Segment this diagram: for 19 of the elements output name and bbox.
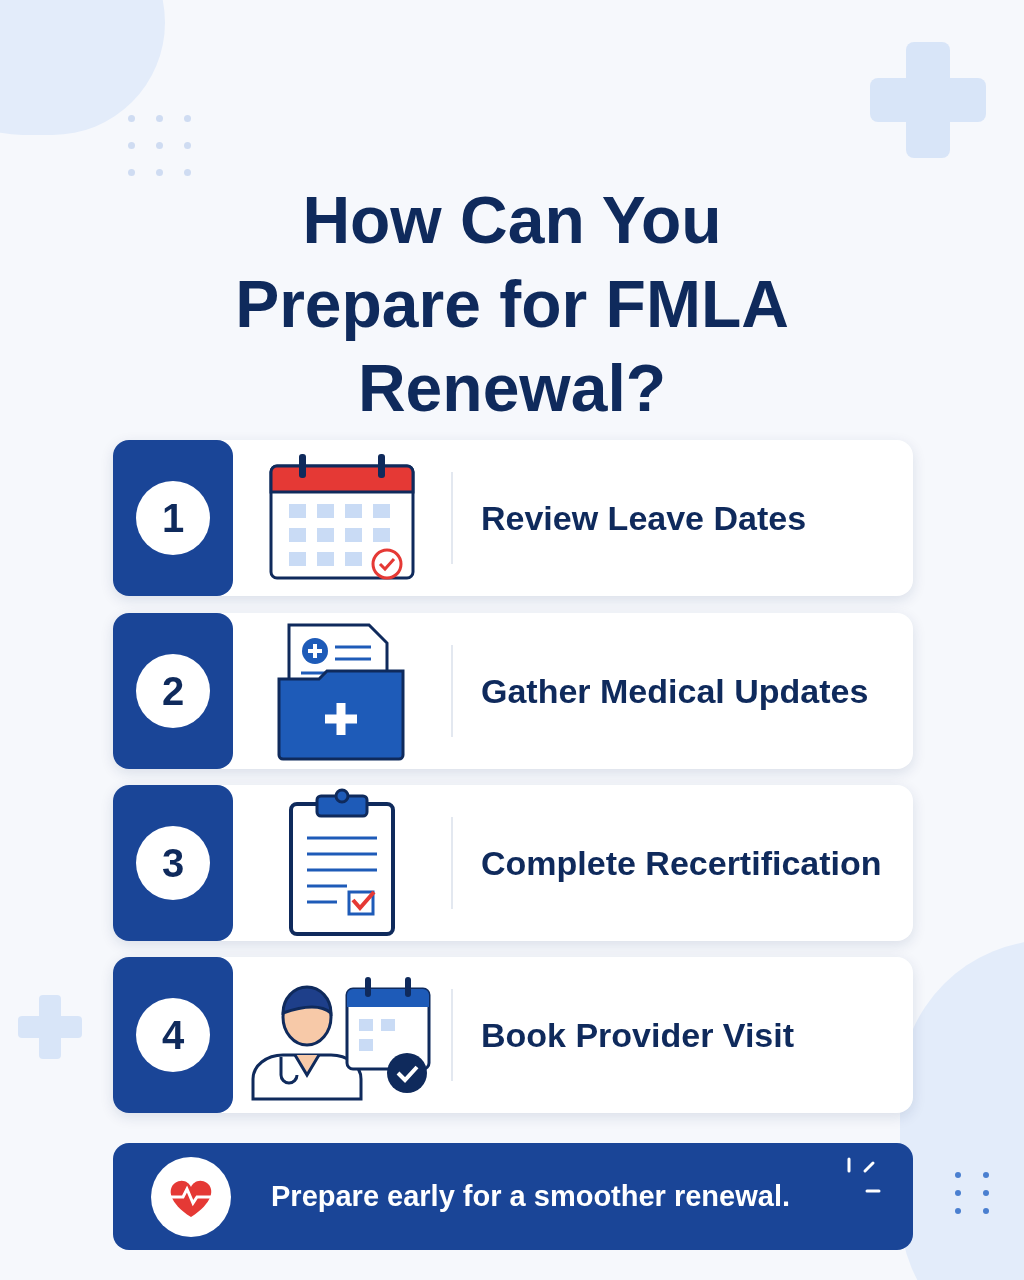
step-label: Review Leave Dates	[481, 497, 807, 539]
step-label: Complete Recertification	[481, 842, 882, 884]
title: How Can You Prepare for FMLA Renewal?	[234, 182, 790, 427]
step-number-panel	[113, 613, 233, 769]
tip-text: Prepare early for a smoother renewal.	[271, 1178, 790, 1214]
step-number-panel	[113, 785, 233, 941]
step-card	[113, 440, 913, 596]
step-card	[113, 613, 913, 769]
step-number: 4	[136, 998, 210, 1072]
step-number-panel	[113, 440, 233, 596]
step-label: Gather Medical Updates	[481, 670, 869, 712]
step-card	[113, 785, 913, 941]
step-card	[113, 957, 913, 1113]
step-number-panel	[113, 957, 233, 1113]
step-number: 3	[136, 826, 210, 900]
step-label: Book Provider Visit	[481, 1014, 795, 1056]
step-number: 1	[136, 481, 210, 555]
tip-banner	[113, 1143, 913, 1250]
step-number: 2	[136, 654, 210, 728]
